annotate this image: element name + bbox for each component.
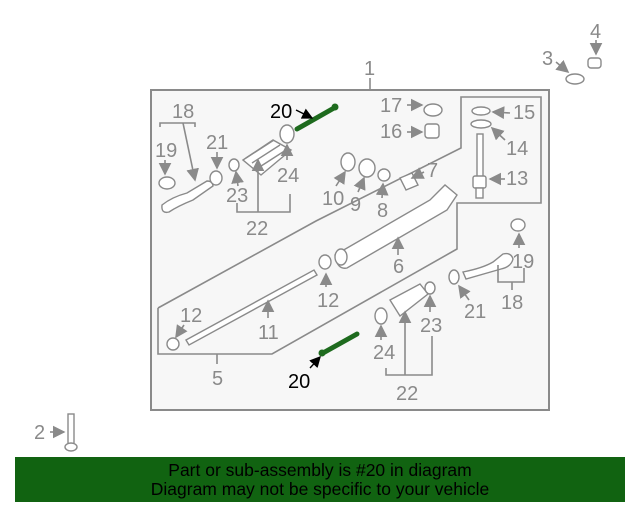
callout-16: 16	[380, 121, 402, 143]
callout-14: 14	[506, 138, 528, 160]
callout-19: 19	[512, 251, 534, 273]
tie-rod-end-left	[158, 122, 224, 214]
callout-18: 18	[172, 101, 194, 123]
callout-4: 4	[590, 21, 601, 43]
rack-bar	[166, 269, 318, 364]
callout-24: 24	[373, 342, 395, 364]
callout-22: 22	[396, 383, 418, 405]
callout-21: 21	[464, 301, 486, 323]
inner-tie-rod-lower	[309, 331, 360, 369]
banner-line-1: Part or sub-assembly is #20 in diagram	[168, 460, 472, 480]
callout-20: 20	[288, 371, 310, 393]
callout-21: 21	[206, 132, 228, 154]
callout-10: 10	[322, 188, 344, 210]
callout-19: 19	[155, 140, 177, 162]
callout-2: 2	[34, 422, 45, 444]
callout-12: 12	[317, 290, 339, 312]
banner-line-2: Diagram may not be specific to your vehi…	[150, 479, 490, 499]
rack-housing	[318, 184, 458, 287]
callout-24: 24	[277, 165, 299, 187]
callout-23: 23	[226, 185, 248, 207]
nut-part	[587, 40, 603, 69]
callout-12: 12	[180, 305, 202, 327]
notice-banner: Part or sub-assembly is #20 in diagram D…	[15, 457, 625, 502]
tie-rod-end-right	[448, 218, 526, 301]
bolt-part	[50, 413, 78, 452]
callout-9: 9	[350, 194, 361, 216]
callout-11: 11	[258, 322, 279, 344]
callout-23: 23	[420, 315, 442, 337]
valve-parts	[333, 152, 425, 199]
callout-8: 8	[377, 200, 388, 222]
callout-7: 7	[427, 160, 438, 182]
boot-right	[374, 281, 437, 376]
callout-15: 15	[513, 102, 535, 124]
callout-17: 17	[380, 95, 402, 117]
callout-6: 6	[393, 256, 404, 278]
callout-18: 18	[501, 292, 523, 314]
callout-1: 1	[364, 58, 375, 80]
callout-13: 13	[506, 168, 528, 190]
upper-small-parts	[407, 98, 511, 199]
washer-part	[555, 59, 585, 85]
inner-tie-rod-upper	[294, 103, 339, 132]
callout-20: 20	[270, 101, 292, 123]
callout-22: 22	[246, 218, 268, 240]
callout-labels: 1 2 3 4 18 19 21 20 23 22 24 17 16 15 14…	[34, 21, 601, 444]
boot-left	[228, 124, 295, 213]
callout-3: 3	[542, 48, 553, 70]
callout-5: 5	[212, 368, 223, 390]
